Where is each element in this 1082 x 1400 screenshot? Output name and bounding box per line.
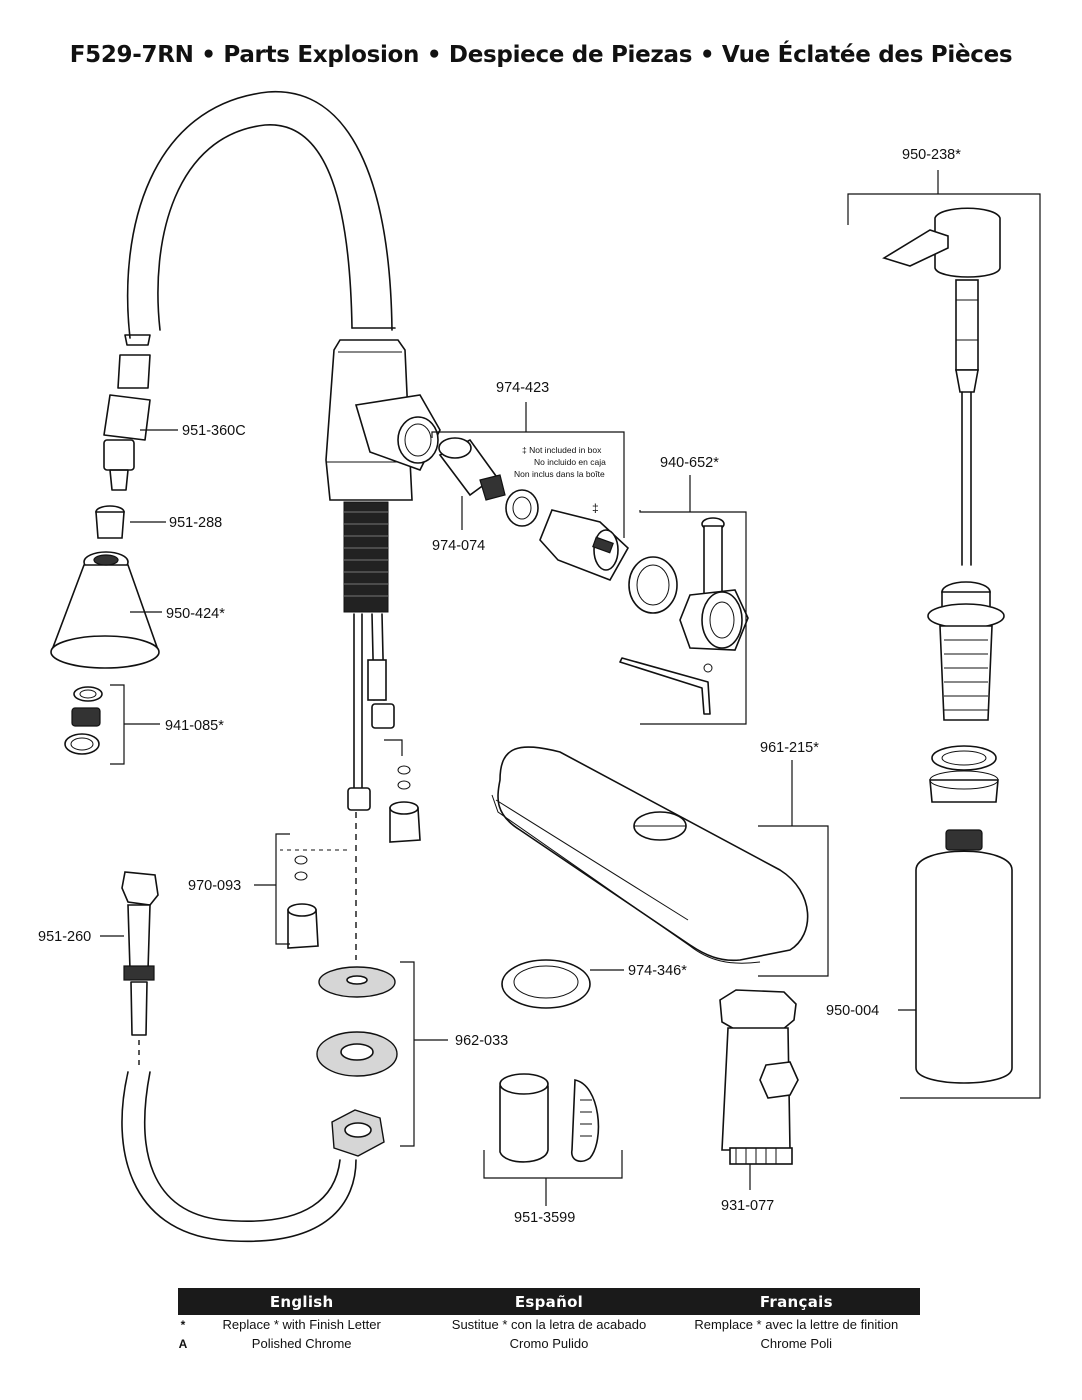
- label-951-288: 951-288: [169, 515, 222, 531]
- aerator-kit: [64, 686, 103, 755]
- sprayhead: [50, 551, 160, 669]
- legend-cell-en: Polished Chrome: [251, 1336, 352, 1351]
- shutoff-valve: [719, 989, 799, 1165]
- cartridge-nut: [505, 489, 539, 527]
- label-974-423: 974-423: [496, 380, 549, 396]
- hose-connector: [103, 334, 151, 491]
- adapter: [539, 509, 630, 581]
- label-940-652: 940-652*: [660, 455, 719, 471]
- label-951-360C: 951-360C: [182, 423, 246, 439]
- label-974-074: 974-074: [432, 538, 485, 554]
- parts-explosion-diagram: 951-360C 951-288 950-424* 941-085* 970-0…: [38, 91, 1041, 1243]
- label-961-215: 961-215*: [760, 740, 819, 756]
- legend-key: A: [178, 1336, 188, 1351]
- sprayhead-adapter: [95, 505, 125, 539]
- cartridge: [438, 437, 506, 501]
- legend-row: * Replace * with Finish Letter Sustitue …: [178, 1315, 920, 1334]
- label-931-077: 931-077: [721, 1198, 774, 1214]
- legend-header: English Español Français: [178, 1288, 920, 1315]
- label-974-346: 974-346*: [628, 963, 687, 979]
- soap-dispenser-body: [927, 581, 1005, 721]
- label-950-424: 950-424*: [166, 606, 225, 622]
- handle-kit: [619, 517, 749, 715]
- deck-gasket: [501, 959, 591, 1009]
- soap-dispenser-nut: [929, 745, 999, 803]
- legend-cell-fr: Remplace * avec la lettre de finition: [694, 1317, 899, 1332]
- leader-lines: [100, 170, 1041, 1206]
- legend-cell-en: Replace * with Finish Letter: [222, 1317, 381, 1332]
- legend-row: A Polished Chrome Cromo Pulido Chrome Po…: [178, 1334, 920, 1353]
- legend-header-english: English: [269, 1292, 334, 1311]
- legend-key: *: [180, 1317, 186, 1332]
- note-not-included-fr: Non inclus dans la boîte: [514, 469, 605, 479]
- faucet-body: [280, 339, 441, 960]
- note-not-included-en: ‡ Not included in box: [522, 445, 602, 455]
- faucet-spout: [126, 91, 396, 339]
- mounting-nut: [287, 855, 319, 949]
- page-title: F529-7RN • Parts Explosion • Despiece de…: [69, 42, 1013, 68]
- hose: [121, 1071, 357, 1243]
- legend-cell-fr: Chrome Poli: [760, 1336, 833, 1351]
- label-951-260: 951-260: [38, 929, 91, 945]
- legend-cell-es: Cromo Pulido: [509, 1336, 589, 1351]
- quick-connect: [499, 1073, 600, 1163]
- note-not-included-es: No incluido en caja: [534, 457, 606, 467]
- label-950-004: 950-004: [826, 1003, 879, 1019]
- legend-header-espanol: Español: [514, 1292, 584, 1311]
- deck-plate: [491, 746, 809, 964]
- label-962-033: 962-033: [455, 1033, 508, 1049]
- note-dagger: ‡: [592, 501, 599, 515]
- label-950-238: 950-238*: [902, 147, 961, 163]
- legend-cell-es: Sustitue * con la letra de acabado: [451, 1317, 647, 1332]
- label-941-085: 941-085*: [165, 718, 224, 734]
- weight: [121, 871, 159, 1070]
- label-951-3599: 951-3599: [514, 1210, 575, 1226]
- mounting-washers: [316, 966, 398, 1157]
- label-970-093: 970-093: [188, 878, 241, 894]
- finish-legend: English Español Français * Replace * wit…: [178, 1288, 920, 1353]
- legend-header-francais: Français: [759, 1292, 833, 1311]
- supply-nut-assembly: [384, 739, 421, 843]
- soap-bottle: [915, 829, 1013, 1084]
- soap-dispenser-pump: [882, 207, 1001, 566]
